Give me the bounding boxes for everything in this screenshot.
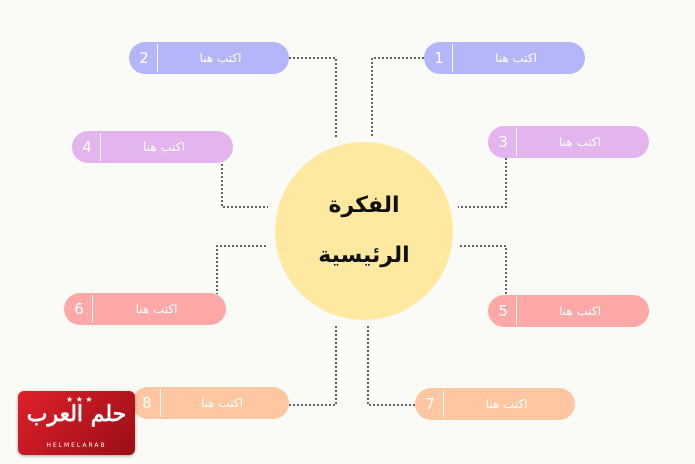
connector-2 <box>289 57 337 138</box>
node-6[interactable]: 6 اكتب هنا <box>64 293 226 325</box>
node-2[interactable]: 2 اكتب هنا <box>129 42 289 74</box>
node-number: 2 <box>131 44 158 72</box>
node-8[interactable]: 8 اكتب هنا <box>132 387 289 419</box>
brand-logo: ★ ★ ★ حلم العرب HELMELARAB <box>18 391 135 455</box>
connector-5 <box>460 245 507 295</box>
node-number: 6 <box>66 295 93 323</box>
connector-7 <box>367 326 415 406</box>
node-number: 4 <box>74 133 101 161</box>
main-idea-circle[interactable]: الفكرة الرئيسية <box>275 142 453 320</box>
logo-subtext: HELMELARAB <box>46 442 107 449</box>
node-text: اكتب هنا <box>485 397 528 411</box>
node-1[interactable]: 1 اكتب هنا <box>424 42 585 74</box>
connector-3 <box>458 158 507 208</box>
connector-1 <box>371 57 424 138</box>
node-number: 1 <box>426 44 453 72</box>
node-text: اكتب هنا <box>495 51 537 65</box>
node-7[interactable]: 7 اكتب هنا <box>415 388 575 420</box>
connector-8 <box>289 326 337 406</box>
main-idea-line1: الفكرة <box>328 193 400 218</box>
logo-text: حلم العرب <box>26 401 127 427</box>
node-text: اكتب هنا <box>135 302 178 316</box>
node-text: اكتب هنا <box>559 304 601 318</box>
main-idea-line2: الرئيسية <box>318 243 410 268</box>
node-number: 3 <box>490 128 517 156</box>
node-text: اكتب هنا <box>201 396 243 410</box>
node-text: اكتب هنا <box>559 135 601 149</box>
node-4[interactable]: 4 اكتب هنا <box>72 131 233 163</box>
node-3[interactable]: 3 اكتب هنا <box>488 126 649 158</box>
connector-6 <box>216 245 266 294</box>
connector-4 <box>221 160 268 208</box>
stars-icon: ★ ★ ★ <box>66 395 93 404</box>
node-number: 5 <box>490 297 517 325</box>
node-text: اكتب هنا <box>199 51 242 65</box>
node-5[interactable]: 5 اكتب هنا <box>488 295 649 327</box>
node-text: اكتب هنا <box>143 140 185 154</box>
node-number: 7 <box>417 390 444 418</box>
node-number: 8 <box>134 389 161 417</box>
